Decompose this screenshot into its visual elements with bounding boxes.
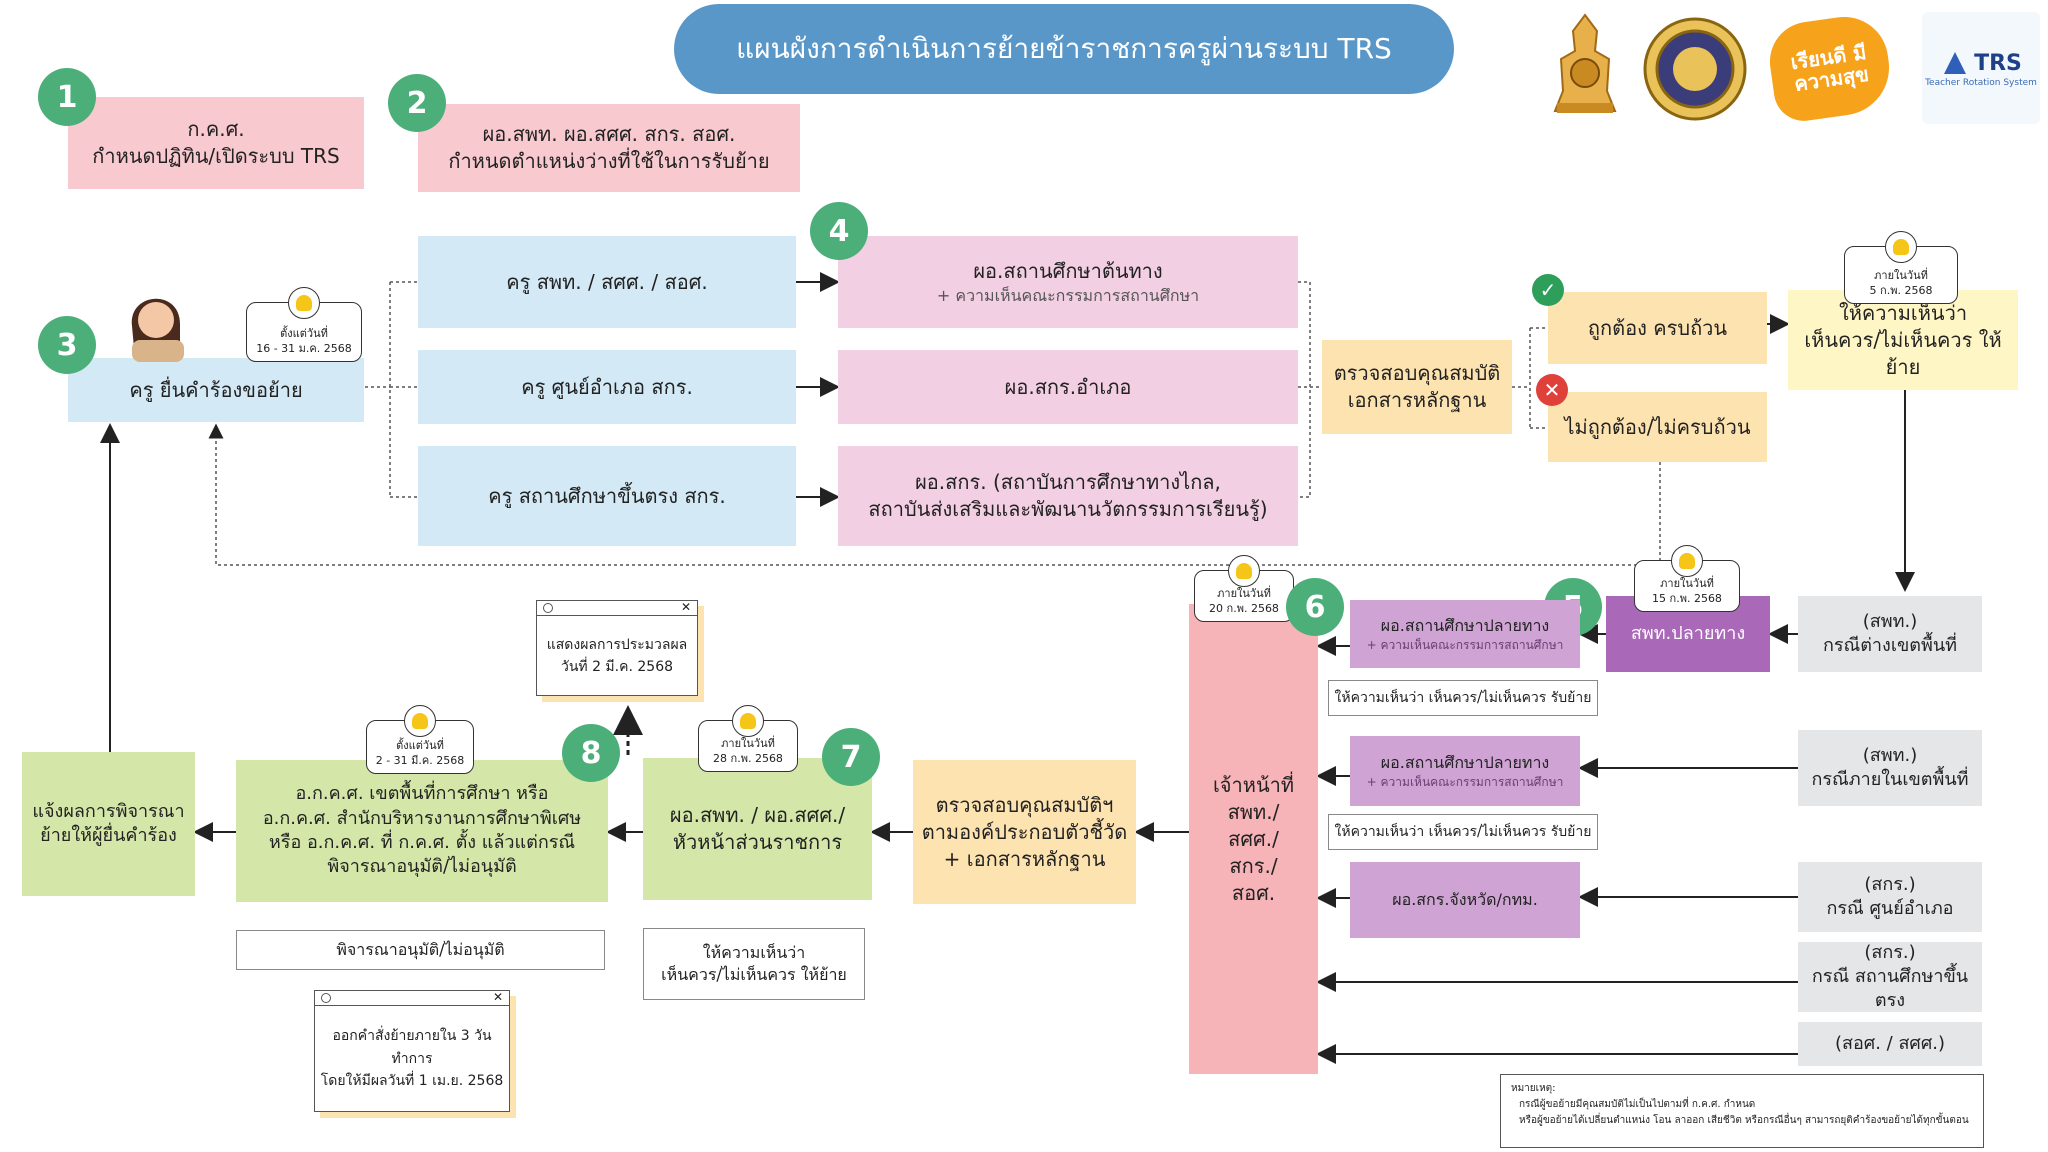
dest-opinion-1: ให้ความเห็นว่า เห็นควร/ไม่เห็นควร รับย้า… xyxy=(1328,680,1598,716)
sgr-province-box: ผอ.สกร.จังหวัด/กทม. xyxy=(1350,862,1580,938)
teacher-type-c: ครู สถานศึกษาขึ้นตรง สกร. xyxy=(418,446,796,546)
step-number-7: 7 xyxy=(822,728,880,786)
step1-line2: กำหนดปฏิทิน/เปิดระบบ TRS xyxy=(92,144,340,168)
dest-opinion-2: ให้ความเห็นว่า เห็นควร/ไม่เห็นควร รับย้า… xyxy=(1328,814,1598,850)
bell-icon xyxy=(404,705,436,737)
step8-box: อ.ก.ค.ศ. เขตพื้นที่การศึกษา หรือ อ.ก.ค.ศ… xyxy=(236,760,608,902)
director-sgr-line2: สถาบันส่งเสริมและพัฒนานวัตกรรมการเรียนรู… xyxy=(868,497,1268,521)
area-in-box: (สพท.) กรณีภายในเขตพื้นที่ xyxy=(1798,730,1982,806)
step2-line2: กำหนดตำแหน่งว่างที่ใช้ในการรับย้าย xyxy=(448,149,770,173)
step-number-3: 3 xyxy=(38,316,96,374)
teacher-type-a: ครู สพท. / สศศ. / สอศ. xyxy=(418,236,796,328)
trs-logo: TRS Teacher Rotation System xyxy=(1922,12,2040,124)
step2-line1: ผอ.สพท. ผอ.สศศ. สกร. สอศ. xyxy=(482,122,736,146)
happy-learning-logo: เรียนดี มีความสุข xyxy=(1764,11,1896,125)
dest-school-box-2: ผอ.สถานศึกษาปลายทาง + ความเห็นคณะกรรมการ… xyxy=(1350,736,1580,806)
step-number-2: 2 xyxy=(388,74,446,132)
verify-box: ตรวจสอบคุณสมบัติ เอกสารหลักฐาน xyxy=(1322,340,1512,434)
step1-line1: ก.ค.ศ. xyxy=(187,117,245,141)
step7-box: ผอ.สพท. / ผอ.สศศ./ หัวหน้าส่วนราชการ xyxy=(643,758,872,900)
page-title: แผนผังการดำเนินการย้ายข้าราชการครูผ่านระ… xyxy=(674,4,1454,94)
ministry-emblem-icon xyxy=(1540,10,1630,122)
director-origin-title: ผอ.สถานศึกษาต้นทาง xyxy=(973,258,1163,283)
step2-box: ผอ.สพท. ผอ.สศศ. สกร. สอศ. กำหนดตำแหน่งว่… xyxy=(418,104,800,192)
step-number-6: 6 xyxy=(1286,578,1344,636)
result-note: ✕ แสดงผลการประมวลผลวันที่ 2 มี.ค. 2568 xyxy=(536,600,698,696)
step8-approve: พิจารณาอนุมัติ/ไม่อนุมัติ xyxy=(236,930,605,970)
director-origin-sub: + ความเห็นคณะกรรมการสถานศึกษา xyxy=(936,285,1200,305)
verify2-box: ตรวจสอบคุณสมบัติฯ ตามองค์ประกอบตัวชี้วัด… xyxy=(913,760,1136,904)
director-sgr-line1: ผอ.สกร. (สถาบันการศึกษาทางไกล, xyxy=(915,470,1221,494)
officer-date-badge: ภายในวันที่ 20 ก.พ. 2568 xyxy=(1194,555,1294,622)
director-origin-box: ผอ.สถานศึกษาต้นทาง + ความเห็นคณะกรรมการส… xyxy=(838,236,1298,328)
teacher-type-b: ครู ศูนย์อำเภอ สกร. xyxy=(418,350,796,424)
step7-date-badge: ภายในวันที่ 28 ก.พ. 2568 xyxy=(698,705,798,772)
step8-date-badge: ตั้งแต่วันที่ 2 - 31 มี.ค. 2568 xyxy=(366,705,474,774)
teacher-submit-label: ครู ยื่นคำร้องขอย้าย xyxy=(129,377,303,402)
bell-icon xyxy=(1885,231,1917,263)
ksp-seal-icon xyxy=(1640,14,1750,124)
teacher-avatar xyxy=(118,282,198,362)
bell-icon xyxy=(1671,545,1703,577)
sos-box: (สอศ. / สศศ.) xyxy=(1798,1022,1982,1066)
dest-school-box-1: ผอ.สถานศึกษาปลายทาง + ความเห็นคณะกรรมการ… xyxy=(1350,600,1580,668)
sgr-direct-box: (สกร.) กรณี สถานศึกษาขึ้นตรง xyxy=(1798,942,1982,1012)
director-district-box: ผอ.สกร.อำเภอ xyxy=(838,350,1298,424)
bell-icon xyxy=(1228,555,1260,587)
step-number-4: 4 xyxy=(810,202,868,260)
notify-box: แจ้งผลการพิจารณา ย้ายให้ผู้ยื่นคำร้อง xyxy=(22,752,195,896)
step7-opinion: ให้ความเห็นว่า เห็นควร/ไม่เห็นควร ให้ย้า… xyxy=(643,928,865,1000)
check-icon: ✓ xyxy=(1532,274,1564,306)
bell-icon xyxy=(732,705,764,737)
bell-icon xyxy=(288,287,320,319)
step-number-1: 1 xyxy=(38,68,96,126)
remark-box: หมายเหตุ: กรณีผู้ขอย้ายมีคุณสมบัติไม่เป็… xyxy=(1500,1074,1984,1148)
sgr-district-box: (สกร.) กรณี ศูนย์อำเภอ xyxy=(1798,862,1982,932)
opinion-top-box: ให้ความเห็นว่า เห็นควร/ไม่เห็นควร ให้ย้า… xyxy=(1788,290,2018,390)
step-number-8: 8 xyxy=(562,724,620,782)
opinion-date-badge: ภายในวันที่ 5 ก.พ. 2568 xyxy=(1844,231,1958,304)
area-out-box: (สพท.) กรณีต่างเขตพื้นที่ xyxy=(1798,596,1982,672)
dest-office-date-badge: ภายในวันที่ 15 ก.พ. 2568 xyxy=(1634,545,1740,612)
director-sgr-box: ผอ.สกร. (สถาบันการศึกษาทางไกล, สถาบันส่ง… xyxy=(838,446,1298,546)
officer-box: เจ้าหน้าที่ สพท./ สศศ./ สกร./ สอศ. xyxy=(1189,604,1318,1074)
step1-box: ก.ค.ศ. กำหนดปฏิทิน/เปิดระบบ TRS xyxy=(68,97,364,189)
cross-icon: ✕ xyxy=(1536,374,1568,406)
step3-date-badge: ตั้งแต่วันที่ 16 - 31 ม.ค. 2568 xyxy=(246,287,362,362)
incorrect-box: ไม่ถูกต้อง/ไม่ครบถ้วน xyxy=(1548,392,1767,462)
teacher-submit-box: ครู ยื่นคำร้องขอย้าย xyxy=(68,358,364,422)
order-note: ✕ ออกคำสั่งย้ายภายใน 3 วันทำการโดยให้มีผ… xyxy=(314,990,510,1112)
correct-box: ถูกต้อง ครบถ้วน xyxy=(1548,292,1767,364)
